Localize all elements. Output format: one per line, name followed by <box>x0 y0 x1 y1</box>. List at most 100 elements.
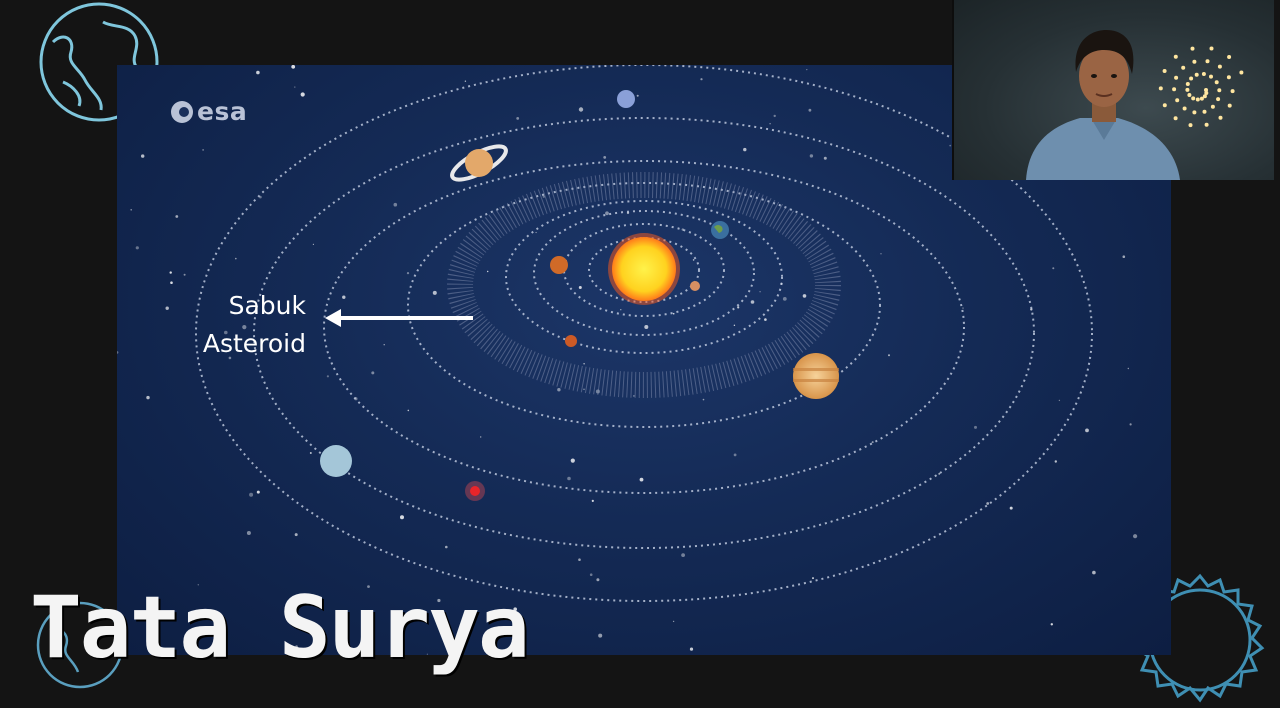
star <box>1054 460 1057 463</box>
star <box>300 92 305 97</box>
star <box>733 324 736 326</box>
star <box>570 458 575 463</box>
star <box>1122 255 1126 258</box>
presenter-figure <box>1026 30 1244 180</box>
star <box>295 645 298 648</box>
fairy-light <box>1188 123 1193 128</box>
orbit-mercury <box>588 237 700 303</box>
star <box>224 330 228 335</box>
star <box>426 653 428 655</box>
star <box>1092 570 1096 575</box>
star <box>636 94 639 97</box>
star <box>513 607 517 611</box>
star <box>1129 423 1132 426</box>
star <box>294 533 298 537</box>
star <box>342 295 346 299</box>
planet-jupiter <box>793 353 839 399</box>
fairy-light <box>1189 76 1194 81</box>
star <box>782 297 787 301</box>
star <box>681 553 685 557</box>
star <box>605 211 609 216</box>
fairy-light <box>1192 110 1197 115</box>
annotation-line1: Sabuk <box>228 291 306 320</box>
star <box>1009 506 1013 510</box>
orbit-saturn <box>323 160 965 494</box>
star <box>620 309 622 311</box>
star <box>130 209 132 211</box>
star <box>603 156 607 159</box>
orbit-uranus <box>253 117 1035 549</box>
fairy-light <box>1226 75 1231 80</box>
fairy-light <box>1227 55 1232 59</box>
star <box>733 453 737 457</box>
star <box>487 270 489 273</box>
star <box>589 573 593 576</box>
star <box>938 473 941 475</box>
star <box>633 395 635 397</box>
star <box>135 246 139 250</box>
star <box>702 398 705 401</box>
star <box>692 259 695 261</box>
fairy-light <box>1158 86 1163 91</box>
fairy-light <box>1195 97 1200 102</box>
star <box>737 306 740 309</box>
star <box>246 531 251 535</box>
fairy-light <box>1185 82 1190 86</box>
fairy-light <box>1182 106 1187 111</box>
arrow-head <box>325 309 341 327</box>
star <box>249 492 254 497</box>
star <box>397 628 399 630</box>
fairy-light <box>1191 96 1196 101</box>
star <box>369 623 372 626</box>
star <box>383 344 385 346</box>
fairy-light <box>1201 72 1206 76</box>
solar-system-graphic <box>117 65 1138 655</box>
star <box>596 578 600 582</box>
fairy-light <box>1194 72 1199 77</box>
star <box>809 154 814 158</box>
star <box>578 107 584 112</box>
star <box>119 640 123 644</box>
star <box>169 271 172 274</box>
fairy-light <box>1192 59 1197 64</box>
fairy-light <box>1209 46 1214 51</box>
star <box>170 281 173 284</box>
orbit-mars <box>505 200 783 354</box>
fairy-light <box>1217 64 1222 69</box>
fairy-light <box>1173 116 1178 121</box>
star <box>871 441 874 444</box>
star <box>242 325 247 330</box>
slide-title: Tata Surya <box>30 578 530 678</box>
star <box>888 354 890 357</box>
star <box>672 620 675 623</box>
star <box>595 389 600 394</box>
star <box>700 78 703 81</box>
fairy-light <box>1216 97 1221 102</box>
star <box>806 69 808 71</box>
star <box>567 476 571 481</box>
star <box>202 149 204 151</box>
star <box>591 499 594 502</box>
esa-logo-mark <box>171 100 193 123</box>
presenter-video <box>952 0 1274 180</box>
star <box>445 545 448 549</box>
star <box>1085 428 1089 433</box>
esa-logo-text: esa <box>197 97 248 126</box>
fairy-light <box>1204 122 1209 127</box>
star <box>644 325 649 329</box>
fairy-light <box>1181 65 1186 70</box>
star <box>689 647 694 651</box>
star <box>407 409 410 412</box>
planet-saturn <box>465 149 493 177</box>
star <box>808 108 812 112</box>
star <box>802 294 807 298</box>
star <box>326 375 329 378</box>
star <box>759 291 761 293</box>
star <box>516 117 520 120</box>
orbit-neptune <box>195 65 1093 602</box>
star <box>291 65 296 69</box>
orbit-earth <box>533 210 755 336</box>
planet-venus <box>550 256 568 274</box>
planet-uranus <box>320 445 352 477</box>
star <box>986 502 990 505</box>
